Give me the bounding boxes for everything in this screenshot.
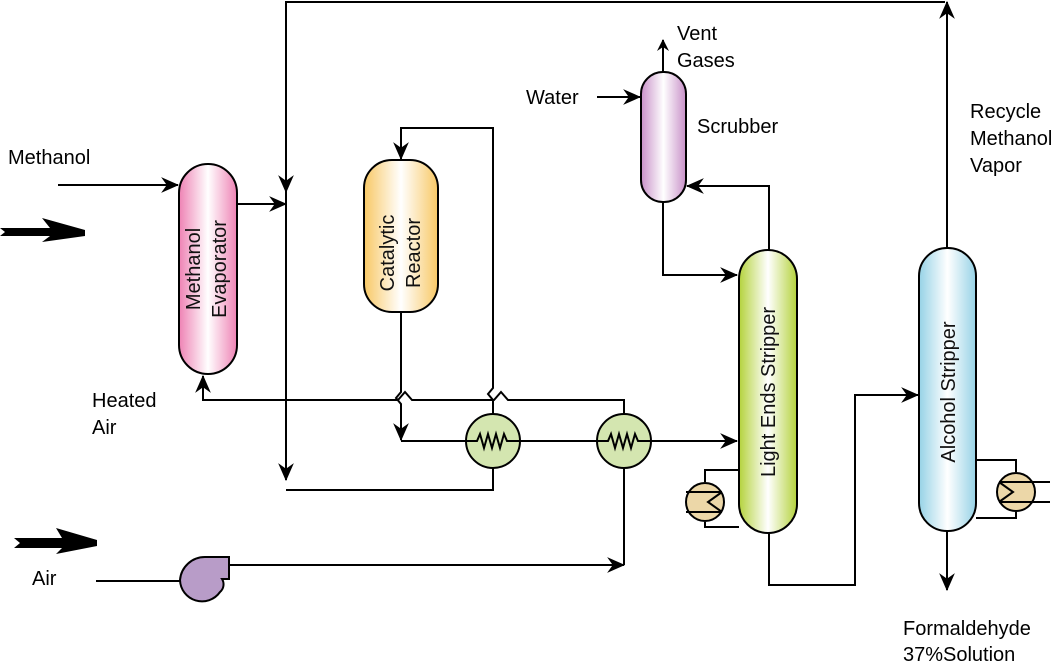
heated-air-label-2: Air: [92, 417, 117, 439]
recycle-label-3: Vapor: [970, 155, 1022, 177]
product-label-2: 37%Solution: [903, 644, 1015, 666]
stripper-overhead-line: [685, 178, 770, 250]
air-label: Air: [32, 568, 57, 590]
methanol-evaporator-label-2: Evaporator: [209, 220, 231, 318]
thick-arrow-icon: [14, 528, 97, 554]
scrubber-label: Scrubber: [697, 116, 778, 138]
recycle-label-2: Methanol: [970, 128, 1052, 150]
catalytic-reactor-label-1: Catalytic: [377, 215, 399, 292]
reboiler-alcohol: [976, 459, 1050, 519]
air-blower: [178, 555, 230, 603]
vent-label-1: Vent: [677, 23, 717, 45]
catalytic-reactor-label-2: Reactor: [403, 218, 425, 288]
recycle-label-1: Recycle: [970, 101, 1041, 123]
vent-label-2: Gases: [677, 50, 735, 72]
reboiler-light-ends: [685, 469, 739, 528]
light-ends-bottoms-line: [768, 387, 920, 586]
thick-arrow-icon: [0, 218, 85, 242]
scrubber-bottoms-line: [662, 202, 739, 283]
product-label-1: Formaldehyde: [903, 618, 1031, 640]
catalytic-reactor: [363, 159, 439, 313]
methanol-label: Methanol: [8, 147, 90, 169]
light-ends-stripper-label: Light Ends Stripper: [758, 307, 780, 477]
water-label: Water: [526, 87, 579, 109]
methanol-evaporator: [178, 163, 238, 375]
scrubber: [640, 71, 687, 203]
heated-air-label-1: Heated: [92, 390, 157, 412]
heat-exchanger-1: [465, 413, 521, 469]
heated-air-line: [195, 374, 625, 418]
reactor-outlet-line: [393, 312, 409, 442]
alcohol-stripper-label: Alcohol Stripper: [938, 321, 960, 463]
exchanger-bottom-line: [286, 465, 494, 491]
heat-exchanger-2: [596, 413, 652, 469]
recycle-top-line: [278, 1, 945, 194]
methanol-evaporator-label-1: Methanol: [183, 228, 205, 310]
